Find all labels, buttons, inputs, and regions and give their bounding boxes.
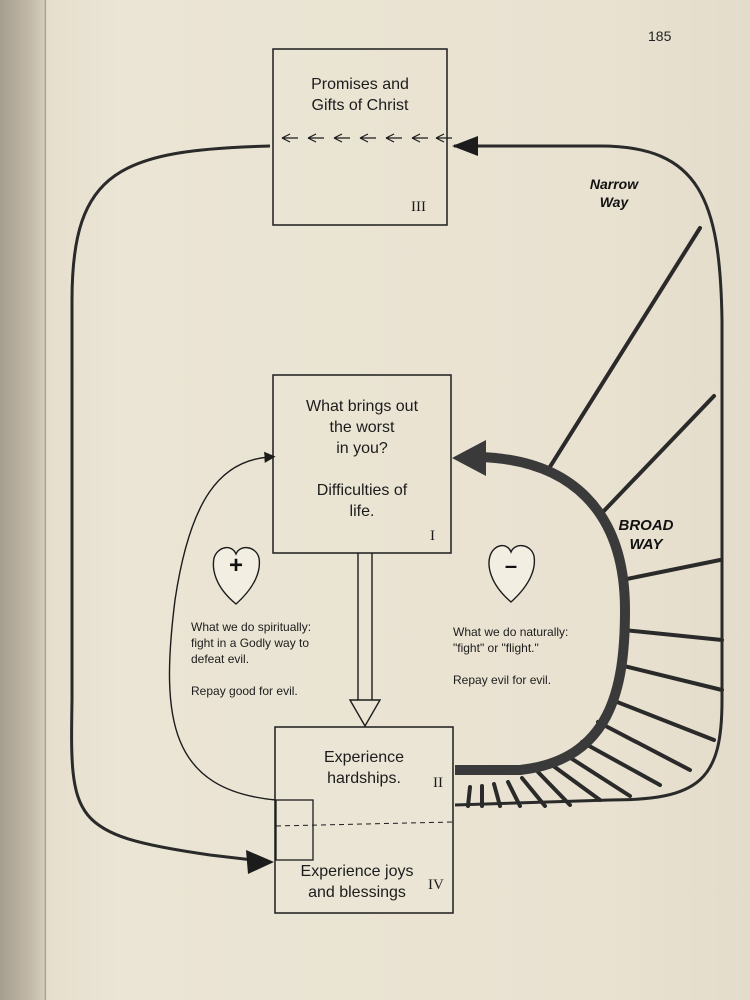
book-spine	[0, 0, 46, 1000]
hardships-label: Experience hardships.	[323, 749, 405, 787]
difficulties-to-hardships-arrow	[348, 553, 382, 728]
page-number: 185	[648, 28, 672, 44]
broad-way-path	[455, 452, 631, 775]
promises-numeral: III	[411, 199, 426, 215]
broad-way-label: BROAD WAY	[618, 517, 674, 553]
heart-negative-icon	[488, 545, 536, 603]
natural-response-text: What we do naturally: "fight" or "flight…	[453, 625, 569, 687]
heart-negative-symbol: –	[504, 553, 518, 578]
box-hardships-joys	[274, 726, 454, 914]
spiritual-path	[168, 451, 277, 801]
difficulties-numeral: I	[430, 528, 435, 544]
narrow-way-label: Narrow Way	[589, 176, 639, 210]
difficulties-label: What brings out the worst in you? Diffic…	[305, 398, 419, 520]
broad-way-arrowhead	[452, 440, 486, 476]
heart-positive-symbol: +	[228, 552, 243, 579]
narrow-way-arrowhead-bottom	[246, 850, 274, 874]
box-inner-small	[275, 799, 314, 861]
narrow-way-spokes	[466, 226, 724, 808]
narrow-way-path	[70, 144, 724, 864]
box-promises	[272, 48, 448, 226]
box-difficulties	[272, 374, 452, 554]
box-divider-dashed	[275, 821, 453, 827]
joys-label: Experience joys and blessings	[300, 863, 414, 901]
narrow-way-arrowhead-top	[452, 136, 478, 156]
spiritual-response-text: What we do spiritually: fight in a Godly…	[191, 620, 312, 698]
heart-positive-icon	[212, 547, 261, 605]
joys-numeral: IV	[428, 877, 444, 893]
hardships-numeral: II	[433, 775, 443, 791]
promises-label: Promises and Gifts of Christ	[311, 76, 409, 114]
promises-small-arrows	[281, 133, 452, 143]
